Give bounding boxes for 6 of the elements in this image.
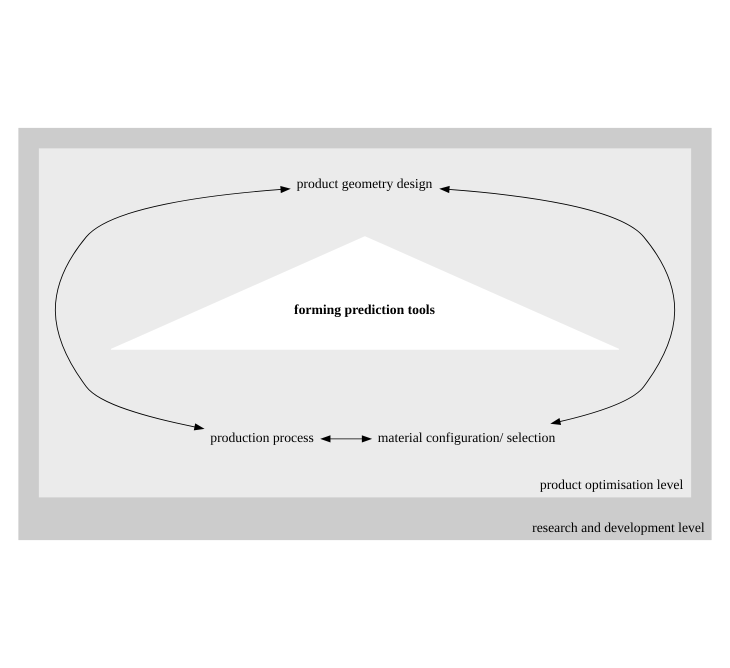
node-text: production process (210, 430, 314, 446)
arrow (439, 186, 676, 425)
node-text: material configuration/ selection (378, 430, 556, 446)
arrow (54, 186, 291, 430)
arrow (320, 435, 372, 442)
node-text: product geometry design (296, 176, 432, 191)
